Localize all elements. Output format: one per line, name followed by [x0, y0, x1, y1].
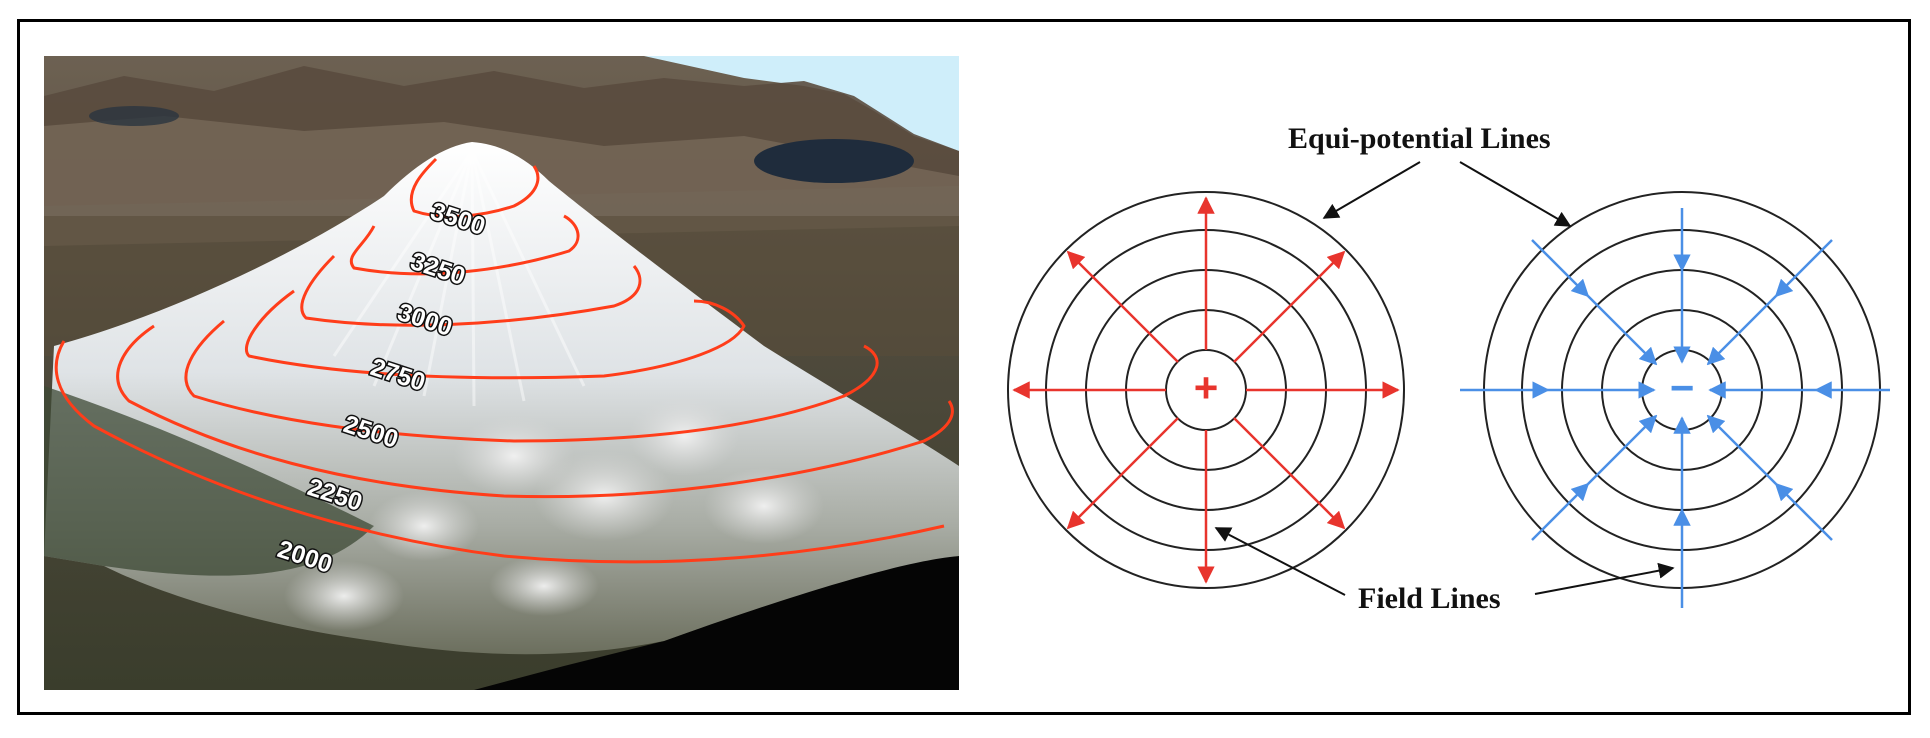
field-diagram-svg: + [1007, 161, 1890, 608]
contour-2750 [244, 289, 746, 380]
negative-charge-sign: − [1670, 364, 1695, 411]
contour-lines [54, 157, 954, 564]
contour-2500 [184, 319, 879, 443]
positive-charge-sign: + [1194, 364, 1219, 411]
sky-area [644, 56, 959, 151]
cloud-cover [284, 396, 824, 631]
terrain-edge [474, 556, 959, 690]
field-lines-positive [1012, 196, 1400, 584]
negative-charge-system: − [1460, 191, 1890, 608]
field-diagram: + [990, 100, 1890, 660]
lake [754, 139, 914, 183]
mountain-terrain-svg: 3500 3250 3000 2750 2500 2250 2000 [44, 56, 959, 690]
mountain-contour-image: 3500 3250 3000 2750 2500 2250 2000 [44, 56, 959, 690]
contour-2000 [54, 340, 945, 564]
positive-charge-system: + [1007, 191, 1405, 589]
callout-arrows [1214, 161, 1675, 596]
contour-3000 [300, 254, 642, 327]
contour-3500 [409, 157, 540, 218]
field-lines-label: Field Lines [1358, 582, 1501, 615]
field-lines-negative [1460, 208, 1890, 608]
equipotential-lines-label: Equi-potential Lines [1288, 122, 1551, 155]
contour-3250 [350, 214, 580, 276]
contour-2250 [116, 324, 954, 499]
